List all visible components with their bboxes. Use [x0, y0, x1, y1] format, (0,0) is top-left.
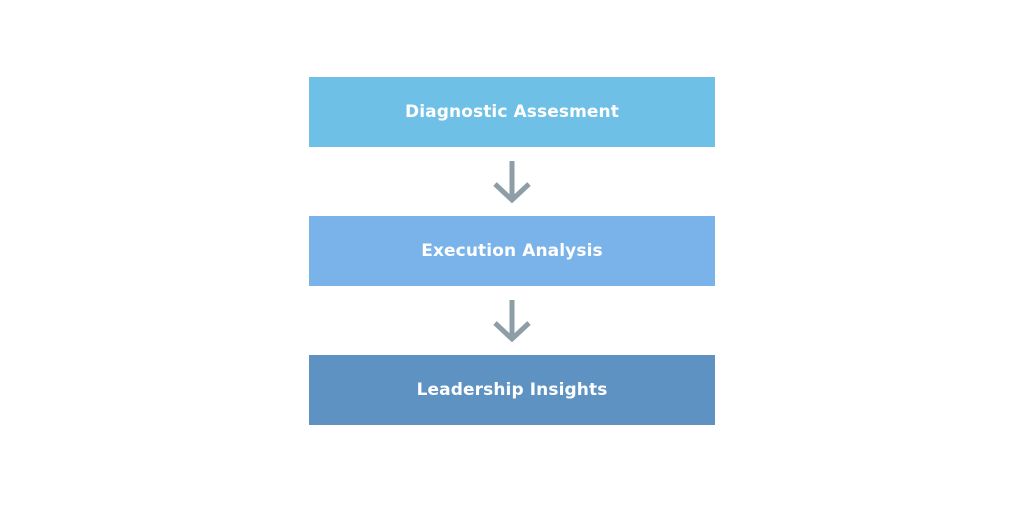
process-flow-diagram: Diagnostic Assesment Execution Analysis …: [309, 77, 715, 425]
step-execution-analysis: Execution Analysis: [309, 216, 715, 286]
step-label: Execution Analysis: [421, 241, 603, 261]
connector-2: [309, 286, 715, 355]
step-label: Leadership Insights: [416, 380, 608, 400]
step-diagnostic-assessment: Diagnostic Assesment: [309, 77, 715, 147]
step-label: Diagnostic Assesment: [405, 102, 619, 122]
arrow-down-icon: [493, 160, 531, 203]
arrow-down-icon: [493, 299, 531, 342]
connector-1: [309, 147, 715, 216]
step-leadership-insights: Leadership Insights: [309, 355, 715, 425]
